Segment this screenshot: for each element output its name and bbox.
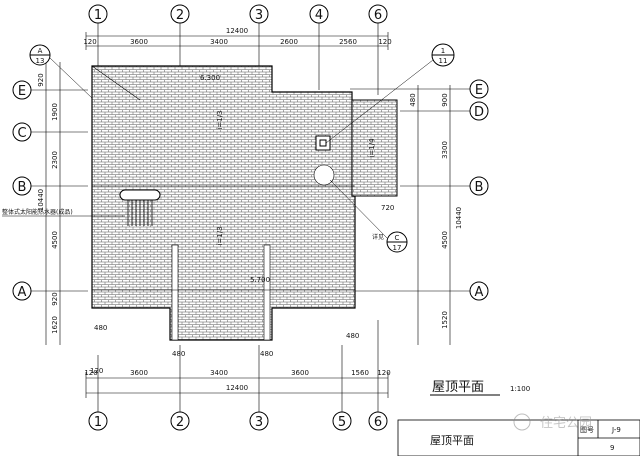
left-dimension-lines bbox=[45, 62, 61, 345]
axis-right-B: B bbox=[475, 180, 484, 195]
top-axis-labels: 1 2 3 4 6 bbox=[88, 4, 388, 24]
right-dimension-lines bbox=[417, 85, 451, 345]
dim-misc-6: 120 bbox=[90, 367, 103, 375]
axis-right-E: E bbox=[475, 83, 483, 98]
horizontal-grid-lines bbox=[31, 88, 470, 292]
dim-right-4: 1520 bbox=[441, 311, 449, 329]
right-axis-labels: E D B A bbox=[469, 79, 489, 301]
detail-circle bbox=[313, 164, 335, 186]
bottom-dimension-lines bbox=[85, 372, 389, 398]
drawing-scale: 1:100 bbox=[510, 385, 530, 393]
dim-right-2: 3300 bbox=[441, 141, 449, 159]
axis-right-A: A bbox=[475, 285, 484, 300]
roof-wing-right bbox=[351, 99, 398, 197]
axis-bottom-6: 6 bbox=[374, 415, 382, 430]
dim-top-total: 12400 bbox=[226, 27, 248, 35]
axis-top-2: 2 bbox=[176, 8, 184, 23]
vertical-grid-lines bbox=[97, 23, 379, 412]
dim-top-1: 3600 bbox=[130, 38, 148, 46]
dim-misc-5: 480 bbox=[346, 332, 359, 340]
dim-left-1: 1900 bbox=[51, 103, 59, 121]
dim-left-4: 920 bbox=[51, 292, 59, 305]
axis-top-1: 1 bbox=[94, 8, 102, 23]
dim-right-total: 10440 bbox=[455, 207, 463, 229]
top-dimension-lines bbox=[85, 32, 389, 50]
dim-right-3: 4500 bbox=[441, 231, 449, 249]
dim-top-3: 2600 bbox=[280, 38, 298, 46]
svg-text:11: 11 bbox=[439, 57, 448, 65]
dim-misc-2: 480 bbox=[172, 350, 185, 358]
callout-c: C 17 bbox=[329, 179, 408, 253]
svg-text:1: 1 bbox=[441, 47, 445, 55]
solar-water-heater bbox=[119, 189, 161, 226]
dim-left-3: 4500 bbox=[51, 231, 59, 249]
dim-right-top: 480 bbox=[409, 93, 417, 106]
note-see-detail: 详见 bbox=[372, 233, 384, 241]
axis-left-C: C bbox=[17, 126, 26, 141]
dim-bottom-edge-right: 120 bbox=[377, 369, 390, 377]
slope-1: i=1/3 bbox=[216, 110, 224, 129]
watermark-text: 住宅公园 bbox=[540, 416, 592, 431]
svg-text:A: A bbox=[38, 47, 43, 55]
title-block-no-label: 图号 bbox=[580, 426, 594, 434]
dim-top-4: 2560 bbox=[339, 38, 357, 46]
axis-top-6: 6 bbox=[374, 8, 382, 23]
elevation-bottom: 5.700 bbox=[250, 276, 270, 284]
dim-bottom-4: 1560 bbox=[351, 369, 369, 377]
dim-left-top: 920 bbox=[37, 73, 45, 86]
axis-right-D: D bbox=[474, 105, 484, 120]
watermark: 住宅公园 bbox=[513, 413, 592, 431]
title-block-sheet-no: J-9 bbox=[611, 426, 621, 434]
svg-text:C: C bbox=[395, 234, 400, 242]
dim-bottom-total: 12400 bbox=[226, 384, 248, 392]
slope-2: i=1/3 bbox=[216, 226, 224, 245]
elevation-top: 6.300 bbox=[200, 74, 220, 82]
title-block-page-no: 9 bbox=[610, 444, 614, 452]
dim-misc-4: 720 bbox=[381, 204, 394, 212]
dim-left-5: 1620 bbox=[51, 316, 59, 334]
ridge-lines bbox=[91, 65, 355, 291]
slope-3: i=1/4 bbox=[368, 138, 376, 158]
dim-misc-3: 480 bbox=[260, 350, 273, 358]
axis-bottom-5: 5 bbox=[338, 415, 346, 430]
dim-bottom-edge-left: 120 bbox=[84, 369, 97, 377]
roof-tile-area bbox=[91, 65, 356, 341]
axis-bottom-3: 3 bbox=[255, 415, 263, 430]
dim-left-2: 2300 bbox=[51, 151, 59, 169]
dim-right-1: 900 bbox=[441, 93, 449, 106]
callout-a: A 13 bbox=[29, 44, 93, 99]
axis-bottom-1: 1 bbox=[94, 415, 102, 430]
dim-bottom-1: 3600 bbox=[130, 369, 148, 377]
callout-1: 1 11 bbox=[325, 43, 455, 144]
dim-top-edge-left: 120 bbox=[83, 38, 96, 46]
note-solar-heater: 整体式太阳能热水器(成品) bbox=[2, 208, 73, 216]
bottom-axis-labels: 1 2 3 5 6 bbox=[88, 411, 388, 431]
dim-left-total: 10440 bbox=[37, 189, 45, 211]
dim-bottom-2: 3400 bbox=[210, 369, 228, 377]
svg-text:13: 13 bbox=[36, 57, 45, 65]
dim-bottom-3: 3600 bbox=[291, 369, 309, 377]
svg-text:17: 17 bbox=[393, 244, 402, 252]
axis-left-E: E bbox=[18, 84, 26, 99]
left-axis-labels: E C B A bbox=[12, 80, 32, 301]
dim-top-2: 3400 bbox=[210, 38, 228, 46]
dim-misc-1: 480 bbox=[94, 324, 107, 332]
axis-top-4: 4 bbox=[315, 8, 323, 23]
axis-left-A: A bbox=[18, 285, 27, 300]
dim-top-edge-right: 120 bbox=[378, 38, 391, 46]
axis-top-3: 3 bbox=[255, 8, 263, 23]
axis-left-B: B bbox=[18, 180, 27, 195]
roof-porch-right bbox=[263, 244, 271, 341]
chimney bbox=[315, 135, 331, 151]
roof-porch-left bbox=[171, 244, 179, 341]
title-block-label: 屋顶平面 bbox=[430, 434, 474, 447]
drawing-title: 屋顶平面 bbox=[432, 380, 484, 395]
axis-bottom-2: 2 bbox=[176, 415, 184, 430]
